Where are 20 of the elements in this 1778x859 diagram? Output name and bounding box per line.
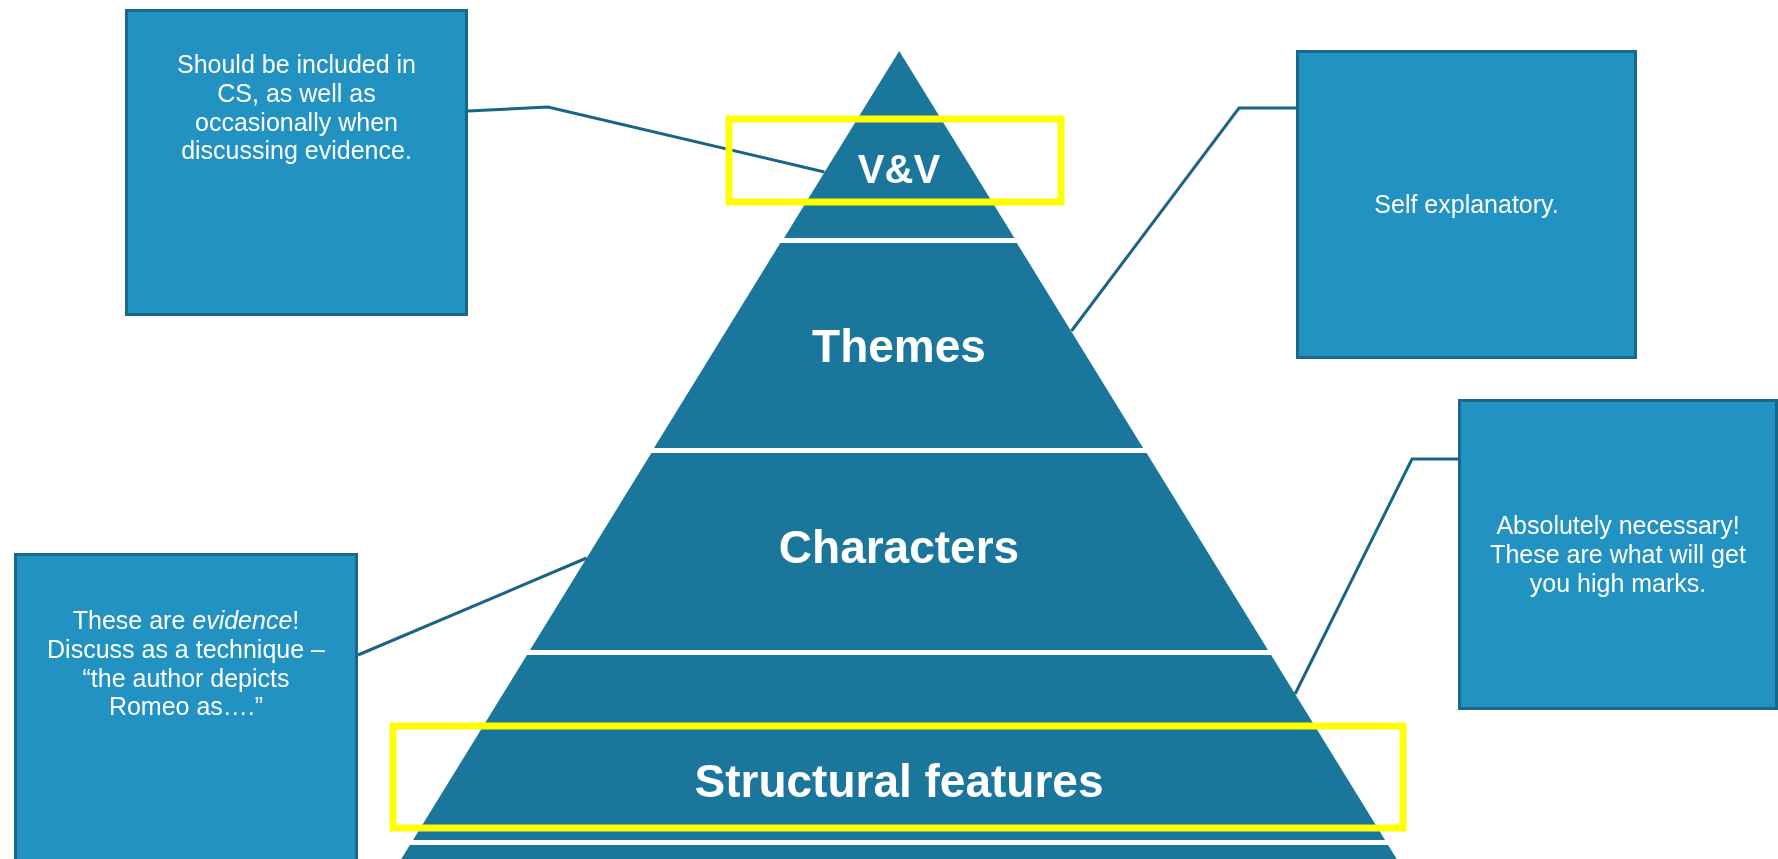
- leader-line: [467, 105, 825, 174]
- note-box: [125, 9, 468, 316]
- leader-line: [1070, 106, 1296, 332]
- pyramid-tier: [412, 655, 1385, 840]
- note-text: Self explanatory.: [1374, 190, 1559, 219]
- note-box: [14, 553, 358, 859]
- note-text: Should be included in CS, as well as occasionally when discussing evidence.: [175, 50, 418, 165]
- leader-line: [357, 556, 588, 657]
- tier-label: Characters: [778, 521, 1020, 573]
- tier-label: V&V: [857, 147, 941, 191]
- leader-line: [1293, 457, 1458, 695]
- note-text: These are evidence! Discuss as a technique – “the author depicts Romeo as….”: [46, 606, 326, 721]
- note-text: Absolutely necessary! These are what will get you high marks.: [1489, 511, 1747, 598]
- tier-label: Structural features: [694, 755, 1104, 807]
- pyramid-tier: [654, 243, 1144, 448]
- pyramid-tier: [530, 453, 1268, 650]
- tier-label: Themes: [812, 320, 986, 372]
- pyramid-tier: [783, 51, 1015, 238]
- note-box: [1458, 399, 1778, 710]
- note-box: [1296, 50, 1637, 359]
